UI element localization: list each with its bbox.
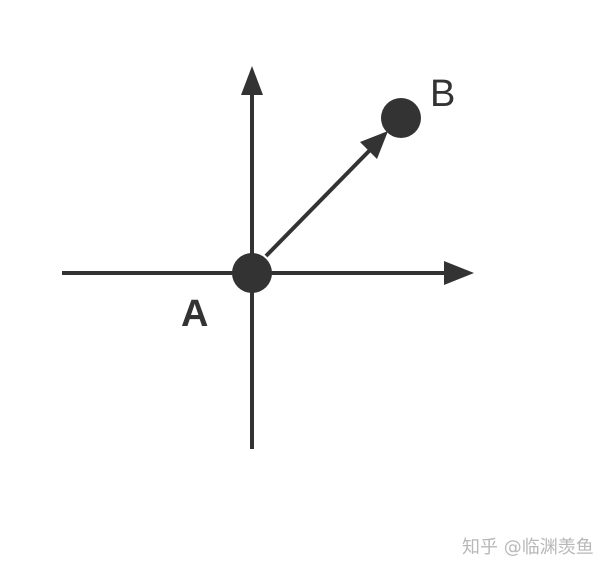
- point-b: [381, 98, 421, 138]
- watermark-text: 知乎 @临渊羡鱼: [462, 537, 594, 558]
- point-a-label: A: [181, 293, 208, 335]
- vector-a-to-b: [264, 131, 388, 258]
- y-axis-arrow-icon: [241, 66, 263, 95]
- point-a: [232, 253, 272, 293]
- point-b-label: B: [430, 73, 455, 115]
- vector-arrow-icon: [360, 131, 388, 159]
- x-axis-arrow-icon: [444, 261, 474, 285]
